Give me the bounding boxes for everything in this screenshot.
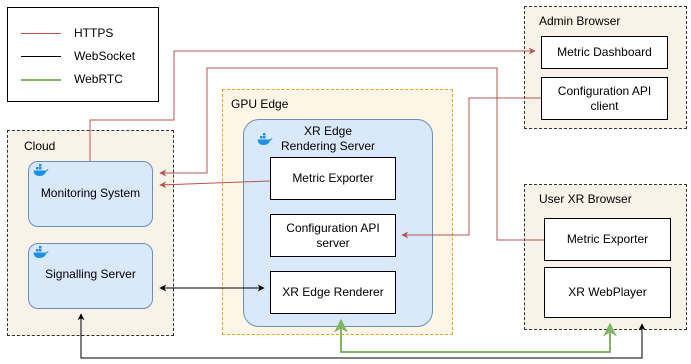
user-metric-exporter-node[interactable]: Metric Exporter xyxy=(544,218,671,261)
websocket-line-swatch xyxy=(21,56,61,57)
signalling-server-node[interactable] xyxy=(28,243,153,309)
admin-browser-title: Admin Browser xyxy=(539,14,621,28)
webrtc-renderer-to-webplayer xyxy=(334,318,617,353)
cloud-title: Cloud xyxy=(24,139,56,153)
legend-item-webrtc: WebRTC xyxy=(8,72,158,88)
metric-dashboard-node[interactable]: Metric Dashboard xyxy=(541,36,668,69)
docker-whale-icon xyxy=(257,133,273,145)
xr-edge-renderer-node[interactable]: XR Edge Renderer xyxy=(270,271,396,314)
monitoring-system-node[interactable] xyxy=(28,161,153,227)
xr-edge-rendering-server-title: XR Edge Rendering Server xyxy=(280,124,376,153)
https-monitoring-to-dashboard xyxy=(89,47,536,161)
legend-label-websocket: WebSocket xyxy=(74,49,136,63)
docker-whale-icon xyxy=(33,246,49,258)
legend-label-webrtc: WebRTC xyxy=(74,72,123,86)
legend: HTTPS WebSocket WebRTC xyxy=(7,7,159,102)
webrtc-line-swatch xyxy=(21,79,61,81)
docker-whale-icon xyxy=(33,164,49,176)
legend-label-https: HTTPS xyxy=(74,26,114,40)
https-config-client-to-server xyxy=(401,97,541,239)
config-api-server-node[interactable]: Configuration API server xyxy=(270,214,396,257)
https-edge-exporter-to-monitoring xyxy=(159,180,271,189)
https-line-swatch xyxy=(21,33,61,34)
signalling-server-label: Signalling Server xyxy=(45,267,136,281)
config-api-client-node[interactable]: Configuration API client xyxy=(541,77,668,120)
user-xr-browser-title: User XR Browser xyxy=(539,192,632,206)
websocket-signalling-to-webplayer xyxy=(77,313,646,359)
legend-item-websocket: WebSocket xyxy=(8,49,158,65)
https-user-exporter-to-monitoring xyxy=(159,67,544,241)
edge-metric-exporter-node[interactable]: Metric Exporter xyxy=(270,157,396,200)
xr-webplayer-node[interactable]: XR WebPlayer xyxy=(544,267,671,318)
monitoring-system-label: Monitoring System xyxy=(40,186,141,200)
legend-item-https: HTTPS xyxy=(8,26,158,42)
gpu-edge-title: GPU Edge xyxy=(231,97,289,111)
